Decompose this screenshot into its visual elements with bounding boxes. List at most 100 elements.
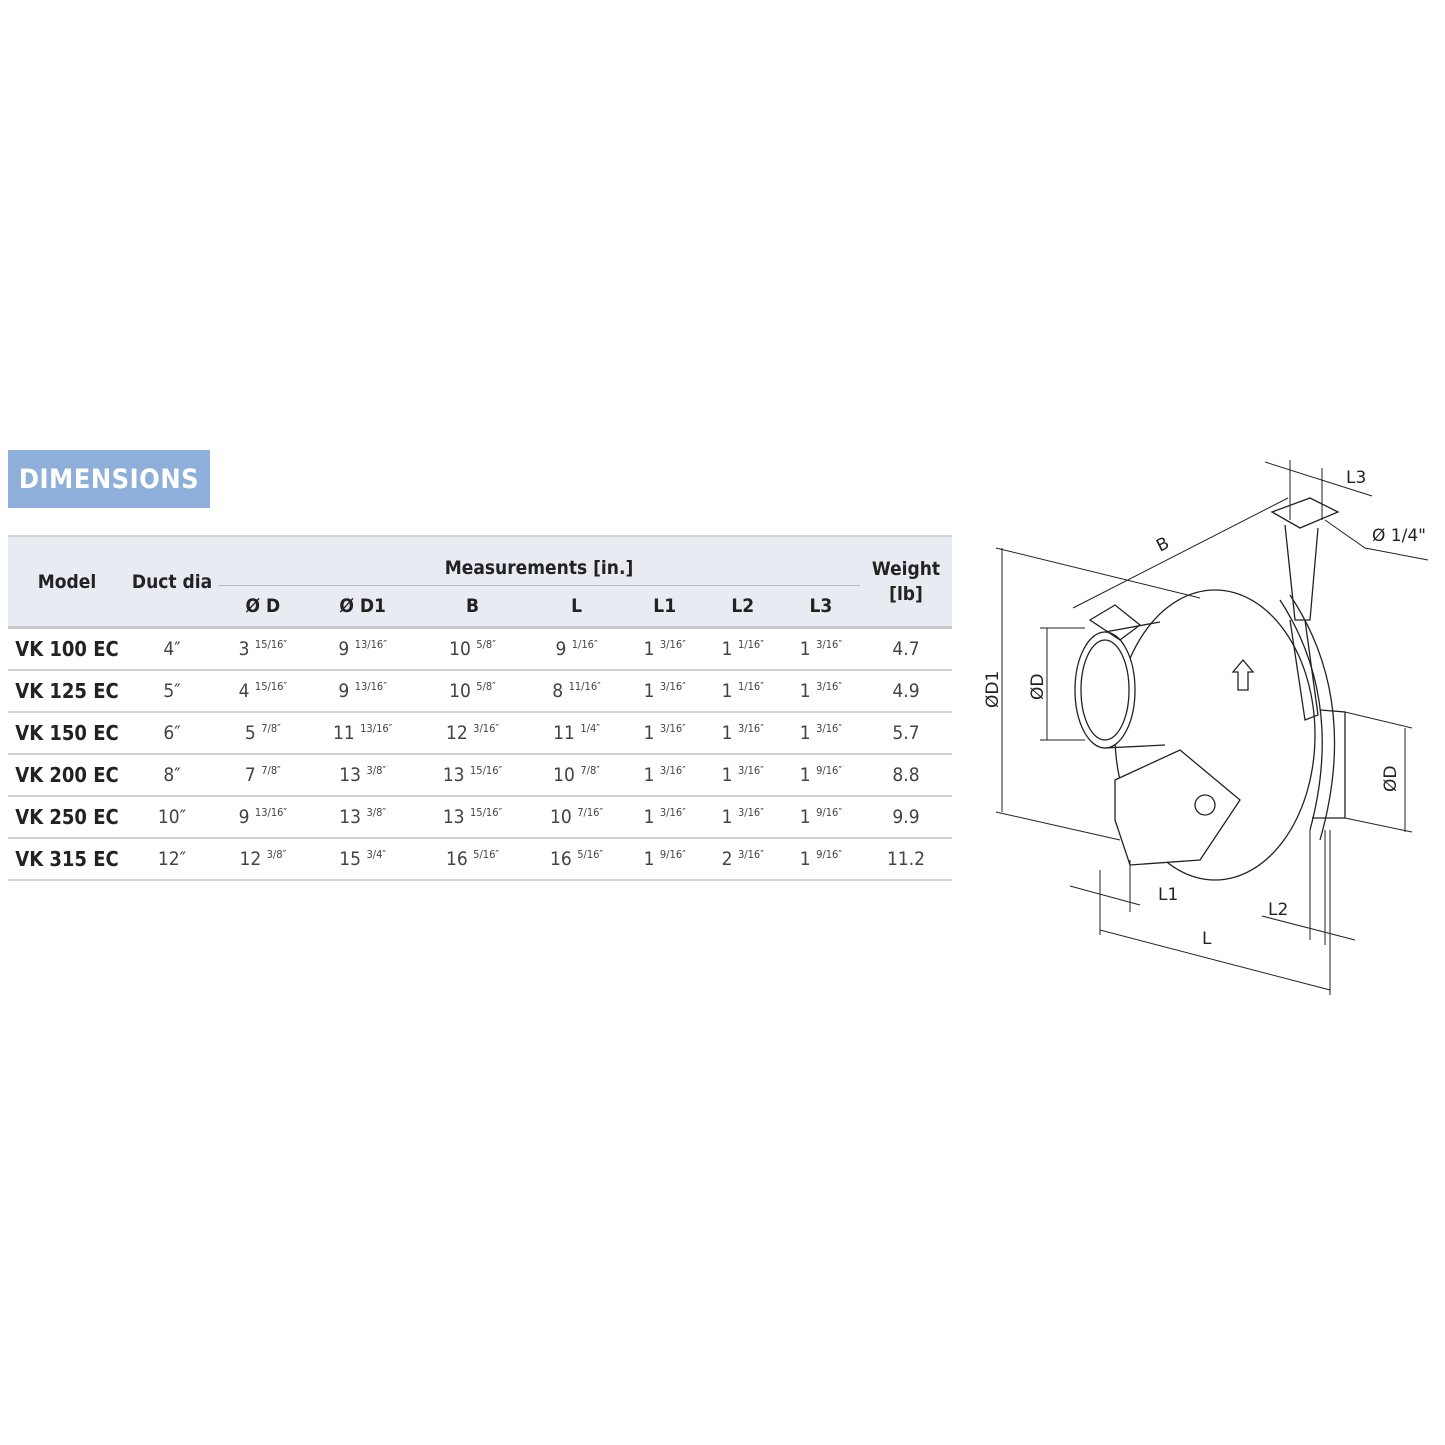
- cell-measurement: 12 3/8″: [218, 838, 308, 881]
- fraction-part: 3/8″: [266, 848, 287, 861]
- cell-weight: 8.8: [860, 754, 952, 797]
- cell-measurement: 10 7/8″: [527, 754, 626, 797]
- cell-weight: 11.2: [860, 838, 952, 881]
- cell-model: VK 200 EC: [8, 754, 126, 797]
- whole-part: 3: [238, 638, 250, 660]
- cell-measurement: 1 9/16″: [781, 838, 860, 881]
- fraction-part: 15/16″: [470, 764, 503, 777]
- fraction-part: 3/16″: [816, 638, 843, 651]
- cell-measurement: 9 13/16″: [307, 627, 418, 671]
- cell-measurement: 1 9/16″: [781, 754, 860, 797]
- whole-part: 7: [244, 764, 256, 786]
- fraction-part: 9/16″: [816, 764, 843, 777]
- cell-weight: 4.9: [860, 670, 952, 713]
- whole-part: 13: [339, 764, 361, 786]
- header-b: B: [417, 585, 528, 628]
- whole-part: 10: [449, 638, 471, 660]
- fraction-part: 9/16″: [816, 848, 843, 861]
- label-l1: L1: [1158, 885, 1178, 905]
- cell-weight: 9.9: [860, 796, 952, 839]
- whole-part: 1: [721, 806, 733, 828]
- whole-part: 1: [643, 848, 655, 870]
- fraction-part: 3/16″: [659, 764, 686, 777]
- cell-measurement: 15 3/4″: [307, 838, 418, 881]
- cell-measurement: 9 1/16″: [527, 627, 626, 671]
- fraction-part: 13/16″: [254, 806, 288, 819]
- cell-measurement: 1 3/16″: [703, 712, 782, 755]
- fraction-part: 7/8″: [261, 722, 281, 735]
- cell-measurement: 10 5/8″: [417, 670, 528, 713]
- header-l: L: [527, 585, 626, 628]
- fraction-part: 15/16″: [470, 806, 503, 819]
- whole-part: 1: [799, 848, 811, 870]
- cell-measurement: 10 7/16″: [527, 796, 626, 839]
- whole-part: 12: [445, 722, 468, 744]
- label-l: L: [1202, 929, 1212, 949]
- cell-measurement: 1 3/16″: [625, 796, 704, 839]
- cell-model: VK 125 EC: [8, 670, 126, 713]
- fraction-part: 5/16″: [577, 848, 604, 861]
- cell-duct-dia: 5″: [126, 670, 218, 713]
- fraction-part: 7/8″: [580, 764, 600, 777]
- fraction-part: 1/16″: [737, 680, 764, 693]
- fraction-part: 3/16″: [737, 806, 764, 819]
- fraction-part: 3/4″: [366, 848, 387, 861]
- cell-model: VK 315 EC: [8, 838, 126, 881]
- label-hole: Ø 1/4": [1372, 526, 1426, 546]
- header-model: Model: [8, 536, 126, 628]
- whole-part: 1: [799, 764, 811, 786]
- cell-measurement: 5 7/8″: [218, 712, 308, 755]
- whole-part: 11: [332, 722, 355, 744]
- whole-part: 9: [338, 638, 350, 660]
- cell-measurement: 2 3/16″: [703, 838, 782, 881]
- dimensions-table: Model Duct dia Measurements [in.] Weight…: [8, 535, 952, 881]
- cell-measurement: 16 5/16″: [527, 838, 626, 881]
- whole-part: 5: [244, 722, 256, 744]
- cell-measurement: 1 1/16″: [703, 627, 782, 671]
- cell-measurement: 13 3/8″: [307, 796, 418, 839]
- cell-measurement: 1 3/16″: [703, 754, 782, 797]
- fraction-part: 3/16″: [473, 722, 500, 735]
- label-l3: L3: [1346, 468, 1366, 488]
- cell-weight: 5.7: [860, 712, 952, 755]
- cell-duct-dia: 6″: [126, 712, 218, 755]
- whole-part: 1: [721, 638, 733, 660]
- fraction-part: 3/16″: [737, 848, 764, 861]
- cell-measurement: 1 9/16″: [625, 838, 704, 881]
- whole-part: 15: [339, 848, 361, 870]
- header-l3: L3: [781, 585, 860, 628]
- label-l2: L2: [1268, 900, 1288, 920]
- whole-part: 9: [555, 638, 567, 660]
- fraction-part: 11/16″: [568, 680, 601, 693]
- cell-measurement: 1 3/16″: [781, 627, 860, 671]
- header-weight: Weight [lb]: [860, 536, 952, 628]
- cell-duct-dia: 10″: [126, 796, 218, 839]
- whole-part: 2: [721, 848, 733, 870]
- label-d-outlet: ØD: [1381, 766, 1401, 792]
- header-l1: L1: [625, 585, 704, 628]
- cell-measurement: 9 13/16″: [307, 670, 418, 713]
- fraction-part: 13/16″: [360, 722, 393, 735]
- section-title: DIMENSIONS: [8, 450, 210, 508]
- fraction-part: 5/8″: [476, 680, 496, 693]
- whole-part: 1: [799, 722, 811, 744]
- cell-model: VK 250 EC: [8, 796, 126, 839]
- cell-measurement: 12 3/16″: [417, 712, 528, 755]
- cell-measurement: 9 13/16″: [218, 796, 308, 839]
- fraction-part: 7/16″: [577, 806, 604, 819]
- whole-part: 16: [550, 848, 572, 870]
- cell-measurement: 4 15/16″: [218, 670, 308, 713]
- fan-dimension-diagram: L3 B Ø 1/4" ØD1 ØD ØD L1 L2 L: [983, 460, 1429, 995]
- header-measurements: Measurements [in.]: [218, 536, 860, 586]
- inlet-duct: [1074, 631, 1136, 749]
- fraction-part: 3/16″: [816, 680, 843, 693]
- whole-part: 1: [721, 680, 733, 702]
- header-d1: Ø D1: [307, 585, 418, 628]
- whole-part: 9: [338, 680, 350, 702]
- whole-part: 1: [799, 638, 811, 660]
- whole-part: 1: [799, 680, 811, 702]
